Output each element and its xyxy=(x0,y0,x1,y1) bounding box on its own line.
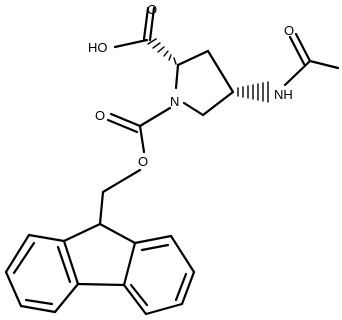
bond-amide-c-o-double-2 xyxy=(288,35,306,66)
atom-oh-acid: HO xyxy=(88,40,108,55)
bond-right-ring-2 xyxy=(169,234,196,274)
bond-c9-c9a xyxy=(62,222,102,243)
bond-right-ring-inner-3 xyxy=(129,283,149,307)
bond-left-ring-inner-1 xyxy=(12,241,36,275)
atom-o-acid-carbonyl: O xyxy=(147,2,157,17)
bond-right-ring-1 xyxy=(133,234,173,245)
bond-acid-c-o-double-1 xyxy=(148,6,156,42)
bond-left-ring-1 xyxy=(27,233,66,243)
bond-nh-c-amide xyxy=(283,59,312,87)
bond-acid-c-oh xyxy=(113,38,149,49)
bond-left-ring-2 xyxy=(4,233,31,274)
bond-ring-c2-n xyxy=(174,63,180,90)
bond-left-ring-inner-2 xyxy=(24,298,54,306)
hashed-wedge-amine xyxy=(237,81,269,103)
bond-right-ring-3 xyxy=(180,270,196,306)
bond-right-ring-5 xyxy=(122,283,148,316)
bond-c8a-c4b xyxy=(122,241,137,287)
bond-amide-c-methyl xyxy=(308,59,340,70)
bond-c9-c8a xyxy=(98,222,137,245)
bond-right-ring-inner-2 xyxy=(174,272,188,302)
bond-carbamate-c-o-double-2 xyxy=(106,118,139,134)
bond-ring-c3-c4 xyxy=(206,49,235,94)
atom-o-carbamate-ester: O xyxy=(138,154,148,169)
bond-left-ring-5 xyxy=(53,282,80,314)
atom-nh-amide: NH xyxy=(274,87,293,102)
bond-carbamate-c-o-ester xyxy=(138,124,146,154)
bond-amide-c-o-double-1 xyxy=(294,32,312,63)
atom-n-ring: N xyxy=(170,94,179,109)
hashed-wedge-acid xyxy=(147,38,177,65)
bond-o-ch2 xyxy=(101,168,142,194)
bond-ring-c5-n xyxy=(182,101,205,117)
bond-c9a-c4a xyxy=(62,239,80,286)
bond-ring-c4-c5 xyxy=(201,90,235,117)
bond-left-ring-inner-3 xyxy=(56,245,72,284)
bond-c4a-c4b xyxy=(76,282,126,287)
bond-right-ring-4 xyxy=(144,302,184,316)
bond-ring-c2-c3 xyxy=(176,49,210,67)
bond-left-ring-4 xyxy=(19,304,57,314)
atom-o-amide: O xyxy=(284,23,294,38)
bond-n-c-carbamate xyxy=(138,106,172,128)
bond-right-ring-inner-1 xyxy=(140,243,170,252)
bond-ch2-c9 xyxy=(98,190,105,226)
bond-acid-c-o-double-2 xyxy=(142,6,150,41)
bond-carbamate-c-o-double-1 xyxy=(109,112,142,128)
atom-o-carbamate-carbonyl: O xyxy=(95,108,105,123)
bond-left-ring-3 xyxy=(4,270,23,308)
